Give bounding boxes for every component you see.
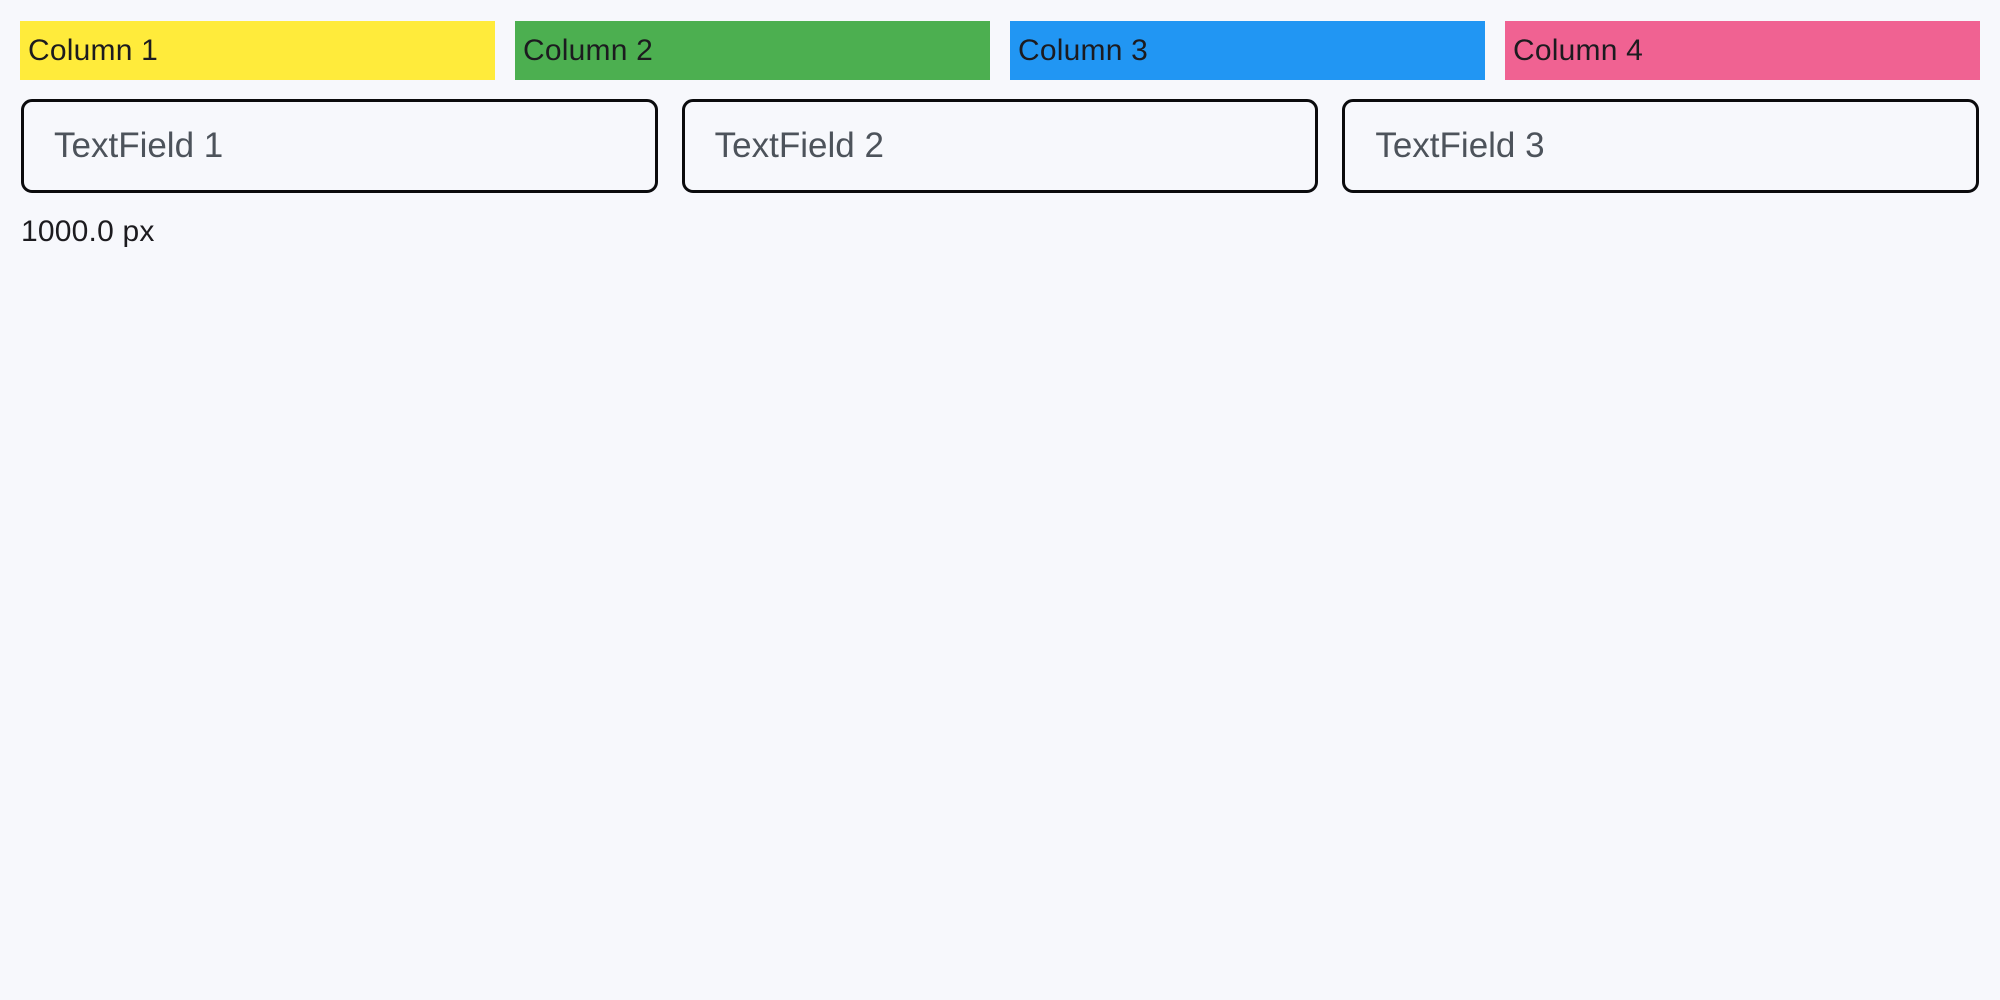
width-label: 1000.0 px <box>21 215 155 248</box>
column-3-label: Column 3 <box>1018 33 1148 67</box>
column-1: Column 1 <box>20 21 495 80</box>
textfield-2[interactable] <box>681 99 1319 193</box>
textfield-3[interactable] <box>1342 99 1980 193</box>
column-4: Column 4 <box>1505 21 1980 80</box>
textfield-1[interactable] <box>21 99 658 193</box>
column-1-label: Column 1 <box>28 33 158 67</box>
column-4-label: Column 4 <box>1513 33 1643 67</box>
column-2: Column 2 <box>515 21 990 80</box>
column-2-label: Column 2 <box>523 33 653 67</box>
column-3: Column 3 <box>1010 21 1485 80</box>
columns-row: Column 1 Column 2 Column 3 Column 4 <box>0 0 2000 80</box>
textfields-row <box>0 80 2000 193</box>
